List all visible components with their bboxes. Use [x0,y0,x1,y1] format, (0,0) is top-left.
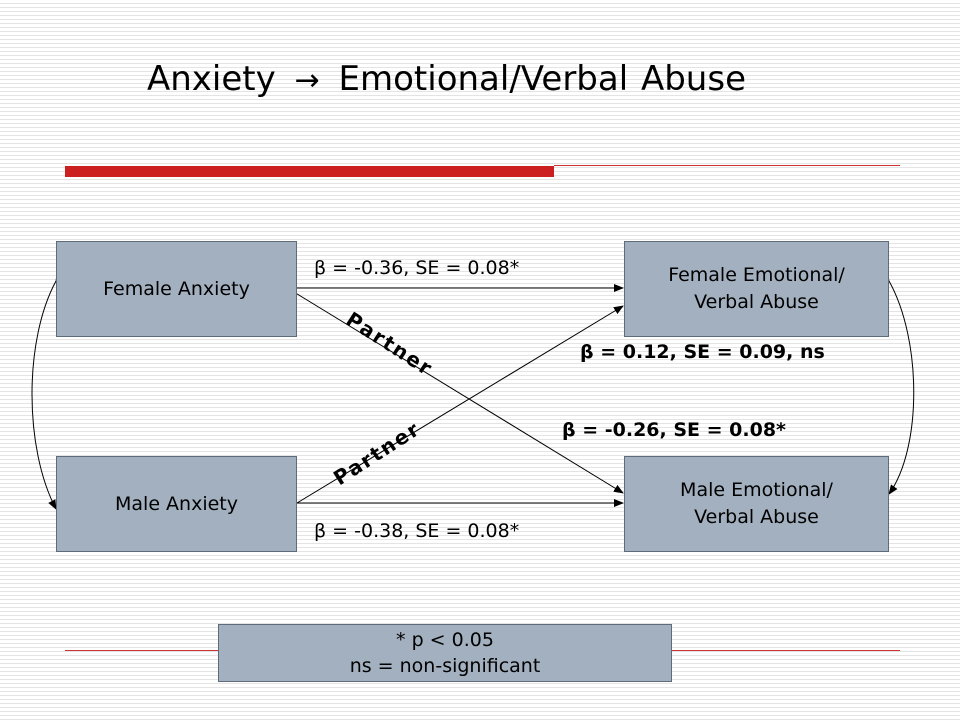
node-female-anxiety: Female Anxiety [56,241,297,337]
node-female-anxiety-label: Female Anxiety [103,277,250,300]
node-male-anxiety-label: Male Anxiety [115,492,238,515]
title-left: Anxiety [147,59,276,99]
significance-legend: * p < 0.05 ns = non-significant [218,624,672,682]
title-accent-bar [65,166,554,177]
node-male-abuse: Male Emotional/ Verbal Abuse [624,456,889,552]
legend-line-1: * p < 0.05 [396,629,494,651]
partner-label-lower: Partner [329,416,425,491]
covariance-left [31,271,64,510]
title-arrow-icon: → [294,63,320,98]
covariance-right [881,271,915,495]
path-label-female-female: β = -0.36, SE = 0.08* [314,257,520,279]
title-rule [554,165,900,166]
node-male-abuse-label: Male Emotional/ Verbal Abuse [680,479,833,528]
node-female-abuse: Female Emotional/ Verbal Abuse [624,241,889,337]
path-label-male-male: β = -0.38, SE = 0.08* [314,520,520,542]
title-right: Emotional/Verbal Abuse [338,59,746,99]
node-female-abuse-label: Female Emotional/ Verbal Abuse [668,264,845,313]
path-label-male-female: β = 0.12, SE = 0.09, ns [580,341,825,363]
partner-label-upper: Partner [341,307,438,381]
legend-line-2: ns = non-significant [349,655,541,677]
node-male-anxiety: Male Anxiety [56,456,297,552]
path-label-female-male: β = -0.26, SE = 0.08* [562,419,786,441]
page-title: Anxiety → Emotional/Verbal Abuse [147,54,746,106]
